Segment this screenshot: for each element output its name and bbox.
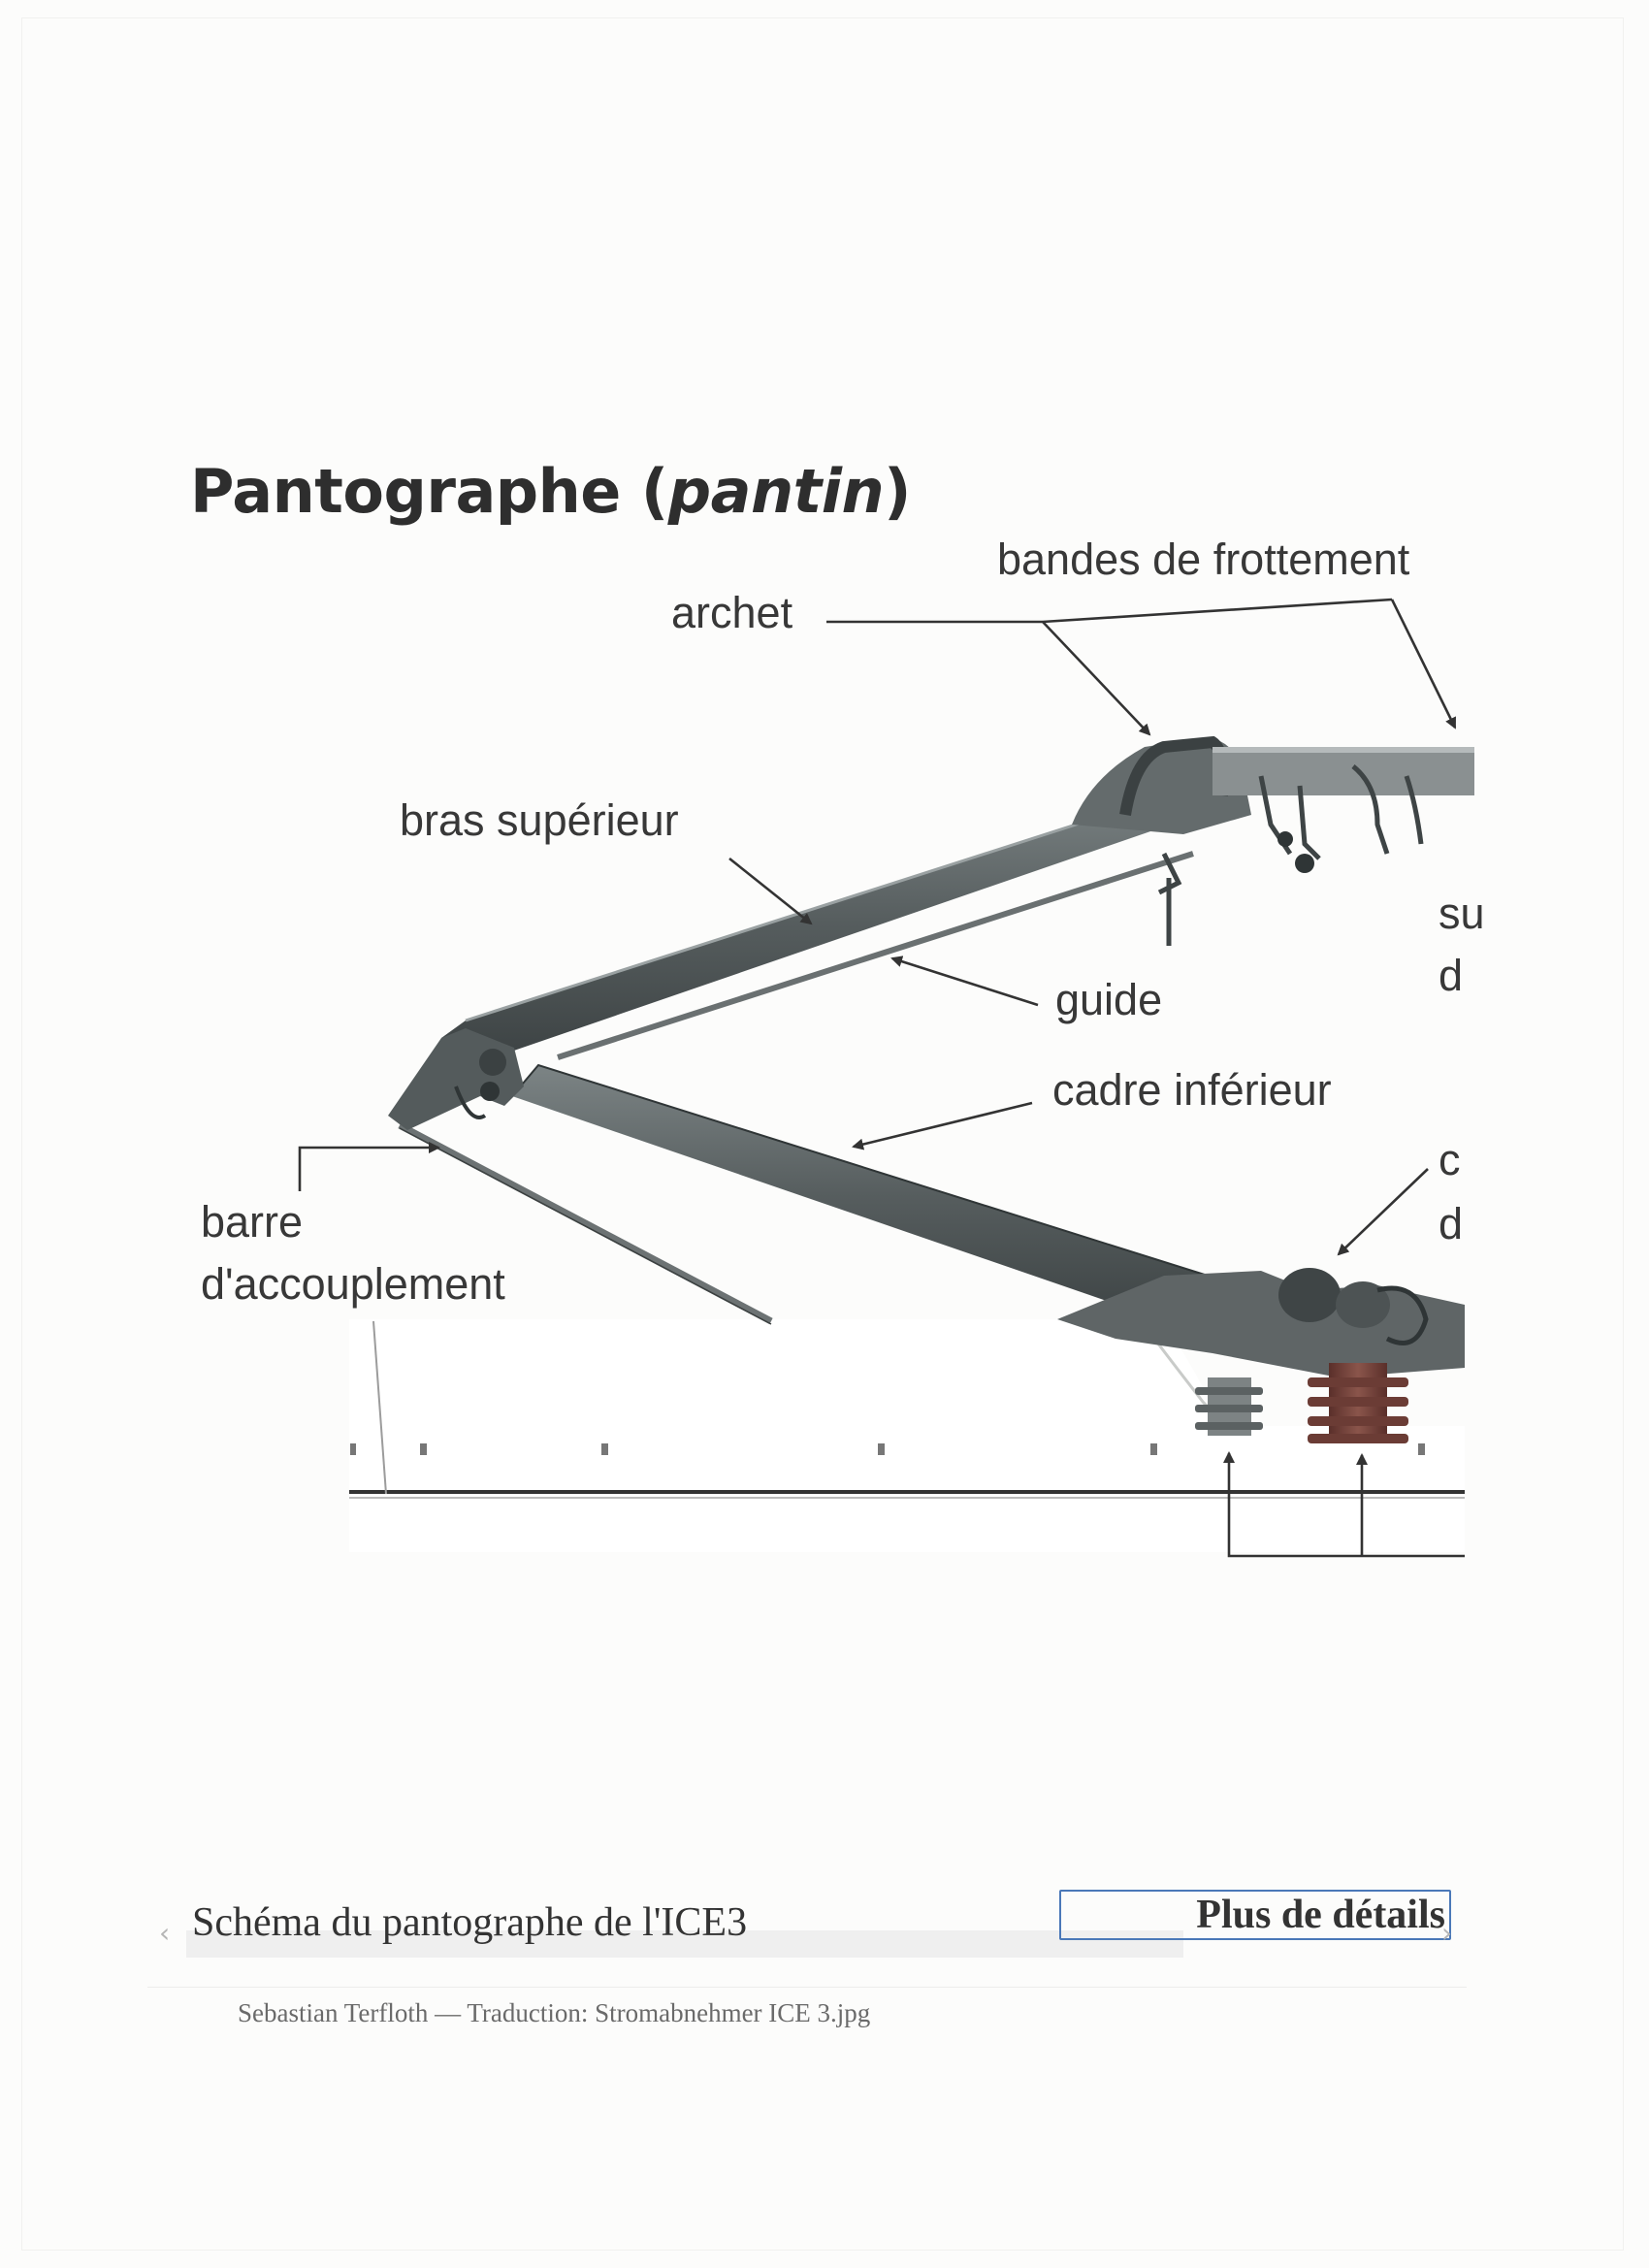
insulator-left — [1195, 1377, 1263, 1436]
barre-accouplement-shape — [398, 1121, 773, 1325]
details-button[interactable]: Plus de détails — [1059, 1890, 1451, 1940]
roof-rivets — [350, 1443, 1425, 1455]
carousel-caption: Schéma du pantographe de l'ICE3 — [192, 1900, 748, 1945]
label-cut-co: c — [1439, 1135, 1461, 1184]
carousel-caption-bar — [186, 1930, 1183, 1958]
label-bandes-de-frottement: bandes de frottement — [997, 535, 1410, 584]
divider — [147, 1987, 1467, 1988]
figure-title: Pantographe (pantin) — [190, 456, 912, 527]
train-roof — [349, 1318, 1465, 1552]
label-barre: barre — [201, 1197, 304, 1247]
archet-shape — [1072, 735, 1474, 946]
title-italic: pantin — [667, 456, 885, 527]
knee-joint — [388, 1028, 524, 1130]
base-assembly — [1057, 1268, 1465, 1443]
label-guide: guide — [1055, 975, 1163, 1024]
label-archet: archet — [671, 588, 793, 637]
guide-shape — [557, 851, 1194, 1060]
label-cadre-inferieur: cadre inférieur — [1052, 1065, 1332, 1115]
title-suffix: ) — [884, 456, 912, 527]
label-bras-superieur: bras supérieur — [400, 795, 679, 845]
label-cut-co-2: d — [1439, 1199, 1464, 1248]
carousel-next-arrow[interactable]: › — [1441, 1917, 1453, 1949]
label-cut-su-2: d — [1439, 951, 1464, 1000]
carousel-prev-arrow[interactable]: ‹ — [159, 1917, 171, 1949]
label-d-accouplement: d'accouplement — [201, 1259, 505, 1309]
image-credit: Sebastian Terfloth — Traduction: Stromab… — [238, 1998, 871, 2027]
title-prefix: Pantographe ( — [190, 456, 668, 527]
label-cut-su: su — [1439, 889, 1485, 938]
leader-lines — [298, 598, 1465, 1558]
insulator-right — [1308, 1363, 1408, 1443]
